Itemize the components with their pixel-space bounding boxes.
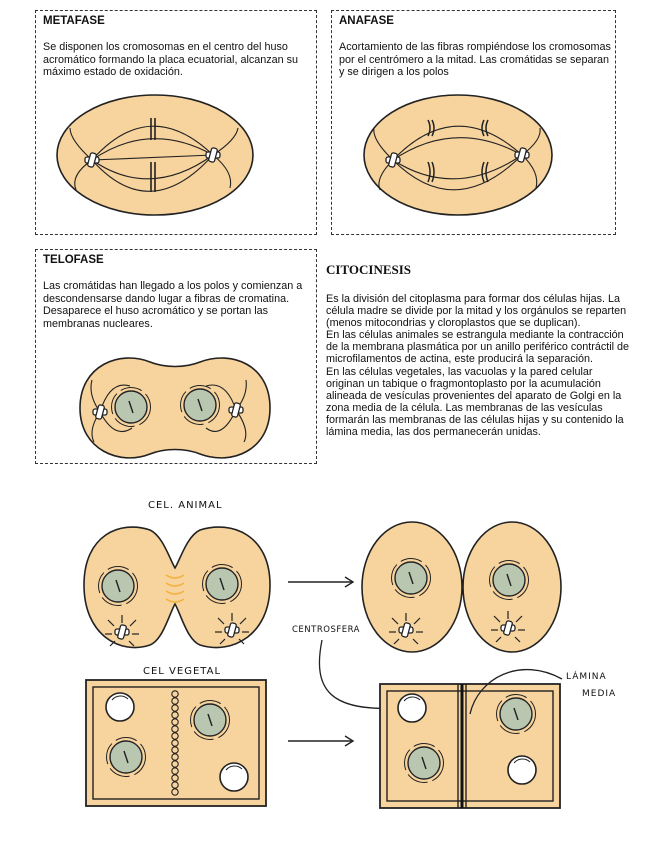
anafase-text: Acortamiento de las fibras rompiéndose l… (339, 41, 611, 79)
plant-cell-dividing (85, 679, 267, 807)
label-media: MEDIA (582, 689, 617, 699)
metafase-box: METAFASE Se disponen los cromosomas en e… (35, 10, 317, 235)
metafase-text: Se disponen los cromosomas en el centro … (43, 41, 299, 79)
metafase-cell (56, 94, 254, 216)
animal-daughter-cells (361, 521, 562, 653)
citocinesis-title: CITOCINESIS (326, 262, 412, 277)
label-cel-vegetal: CEL VEGETAL (143, 666, 222, 677)
lamina-pointer (469, 669, 563, 715)
animal-cell-dividing (83, 526, 271, 649)
anafase-title: ANAFASE (339, 15, 394, 27)
telofase-box: TELOFASE Las cromátidas han llegado a lo… (35, 249, 317, 464)
telofase-title: TELOFASE (43, 254, 104, 266)
label-centrosfera: CENTROSFERA (292, 625, 360, 635)
label-cel-animal: CEL. ANIMAL (148, 500, 223, 511)
citocinesis-paragraph: Es la división del citoplasma para forma… (326, 293, 627, 330)
metafase-title: METAFASE (43, 15, 105, 27)
anafase-box: ANAFASE Acortamiento de las fibras rompi… (331, 10, 616, 235)
label-lamina: LÁMINA (566, 672, 607, 682)
centrosfera-pointer (318, 639, 401, 710)
telofase-text: Las cromátidas han llegado a los polos y… (43, 280, 303, 330)
telofase-cell (79, 357, 271, 459)
arrow-plant (288, 735, 355, 747)
citocinesis-paragraph: En las células vegetales, las vacuolas y… (326, 365, 624, 439)
citocinesis-paragraph: En las células animales se estrangula me… (326, 329, 630, 366)
citocinesis-text: Es la división del citoplasma para forma… (326, 293, 632, 438)
anafase-cell (363, 94, 553, 216)
arrow-animal (288, 576, 355, 588)
plant-daughter-cells (379, 683, 561, 809)
